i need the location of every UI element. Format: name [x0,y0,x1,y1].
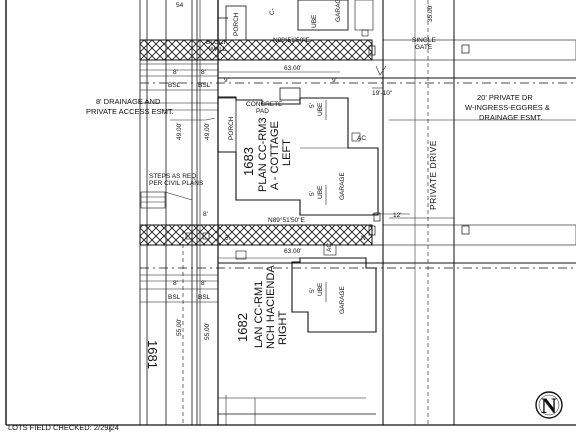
single-gate-2: GATE [415,44,433,51]
bottom-partial-building [218,395,376,425]
bearing-top: N89°51'50"E [273,36,311,44]
lot-1683-number: 1683 [241,147,256,176]
block-wall-label-1: BLOCK [206,39,229,46]
lot-1681-partial: 1681 [145,340,160,369]
dim-8a: 8' [173,69,178,76]
lot-1682-house [235,244,377,333]
concrete-pad-1: CONCRETE [246,101,283,108]
dim-12: 12' [393,212,401,219]
north-arrow-icon: N [535,391,563,419]
dim-19-10: 19'-10" [372,90,393,97]
ac-1682: AC [326,243,333,252]
dim-35: 35.00' [427,4,434,22]
dim-63-bottom: 63.00' [284,248,302,255]
porch-label-top: PORCH [233,12,240,36]
five-ft-1682: 5' [309,288,316,293]
drainage-esmt-2: PRIVATE ACCESS ESMT. [86,107,174,116]
dim-8b: 8' [201,69,206,76]
steps-2: PER CIVIL PLANS [149,180,204,187]
lot-1683-type: A - COTTAGE [269,121,281,190]
private-drive-label: PRIVATE DRIVE [428,140,438,210]
lots-field-checked: LOTS FIELD CHECKED: 2/29/24 [8,423,119,432]
dim-63-top: 63.00' [284,65,302,72]
bsl-a: BSL [168,82,181,89]
garage-top: GARAGE [335,0,342,22]
dimension-marks [140,65,410,282]
bsl-b: BSL [198,82,211,89]
private-dr-3: DRAINAGE ESMT. [479,113,542,122]
lot-1683-plan: PLAN CC-RM3 [257,117,269,192]
lot-1682-type: NCH HACIENDA [265,265,277,349]
dim-8d: 8' [201,280,206,287]
upper-lot-building [217,0,374,41]
garage-1682: GARAGE [339,286,346,314]
dim-8c: 8' [173,280,178,287]
utility-markers [185,44,470,240]
ube-1682: UBE [317,282,324,296]
five-ft-1683: 5' [309,191,316,196]
top-c-label: C- [269,8,276,15]
single-gate-1: SINGLE [412,37,437,44]
dim-9a: 9' [224,77,229,84]
ac-1683: AC [357,135,366,142]
lot-1682-hand: RIGHT [277,311,289,346]
private-dr-1: 20' PRIVATE DR [477,93,533,102]
ube-top: UBE [311,14,318,28]
five-ft-mid: 5' [225,235,232,240]
block-wall-top [139,39,576,61]
lot-1683-hand: LEFT [281,139,293,166]
left-lot-lines [139,0,219,425]
dim-8-mid: 8' [203,211,208,218]
n-marker: N [361,235,366,242]
concrete-pad-2: PAD [256,108,269,115]
block-wall-bottom [139,224,576,246]
sheet-border [5,0,576,432]
bearing-mid: N89°51'50"E [268,216,306,224]
steps-1: STEPS AS REQ. [149,173,198,180]
dim-55a: 55.00' [176,318,183,336]
porch-label-1683: PORCH [228,116,235,140]
lot-1683-house [217,87,379,216]
ube-1683-top: UBE [317,102,324,116]
bsl-c: BSL [168,294,181,301]
ube-1683: UBE [317,185,324,199]
bsl-d: BSL [198,294,211,301]
private-drive-lines [372,0,576,425]
private-dr-2: W-INGRESS-EGGRES & [465,103,550,112]
garage-1683: GARAGE [339,172,346,200]
dim-9b: 9' [332,77,337,84]
lot-1682-number: 1682 [235,313,250,342]
lot-1682-plan: LAN CC-RM1 [253,281,265,348]
dim-49b: 49.00' [204,122,211,140]
north-letter: N [541,393,557,418]
dim-55b: 55.00' [204,322,211,340]
steps-detail [140,191,193,209]
top-number: 54 [176,2,184,9]
dim-49a: 49.00' [176,122,183,140]
five-ft-1683-top: 5' [309,103,316,108]
block-wall-label-2: WALL [209,46,227,53]
drainage-esmt-1: 8' DRAINAGE AND [96,97,161,106]
horizontal-lot-lines [140,63,576,303]
